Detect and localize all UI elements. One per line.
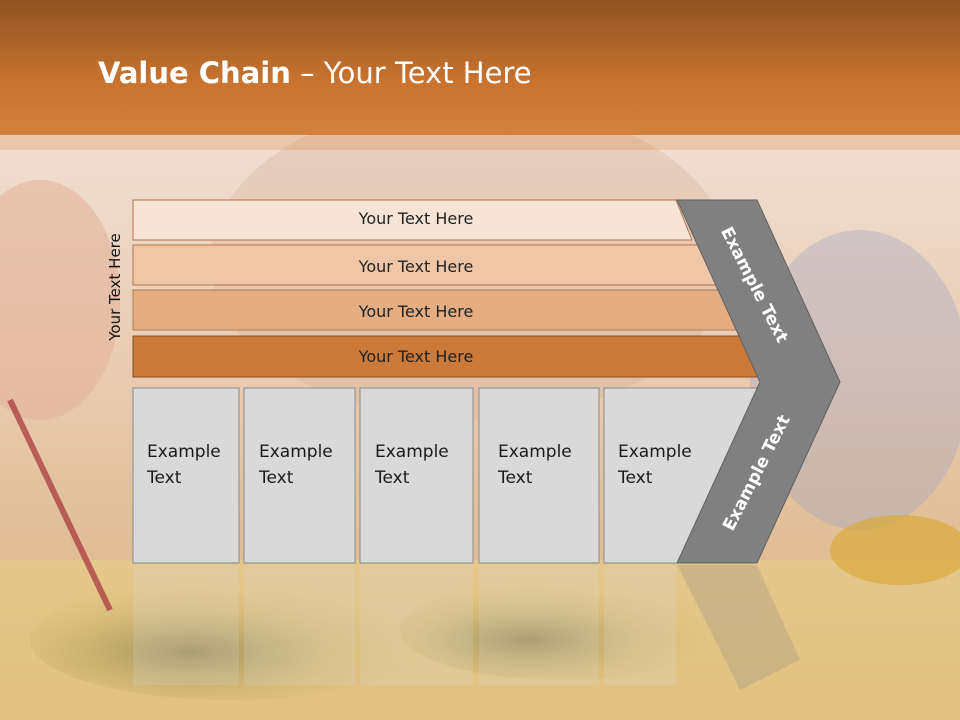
cell-1: Example Text <box>147 439 221 491</box>
slide-title: Value Chain – Your Text Here <box>98 56 532 90</box>
title-bold: Value Chain <box>98 56 291 90</box>
side-label: Your Text Here <box>106 233 124 341</box>
title-rest: – Your Text Here <box>290 56 532 90</box>
cell-3: Example Text <box>375 439 449 491</box>
cell-4-line2: Text <box>498 468 533 488</box>
cell-5: Example Text <box>618 439 692 491</box>
cell-3-line1: Example <box>375 442 449 462</box>
cell-2-line2: Text <box>259 468 294 488</box>
cell-1-line2: Text <box>147 468 182 488</box>
cell-4-line1: Example <box>498 442 572 462</box>
row-4-label: Your Text Here <box>358 347 474 366</box>
cell-3-line2: Text <box>375 468 410 488</box>
cell-4: Example Text <box>498 439 572 491</box>
row-1-label: Your Text Here <box>358 209 474 228</box>
cell-1-line1: Example <box>147 442 221 462</box>
cell-5-line2: Text <box>618 468 653 488</box>
row-2-label: Your Text Here <box>358 257 474 276</box>
row-3-label: Your Text Here <box>358 302 474 321</box>
cell-5-line1: Example <box>618 442 692 462</box>
cell-2: Example Text <box>259 439 333 491</box>
cell-2-line1: Example <box>259 442 333 462</box>
